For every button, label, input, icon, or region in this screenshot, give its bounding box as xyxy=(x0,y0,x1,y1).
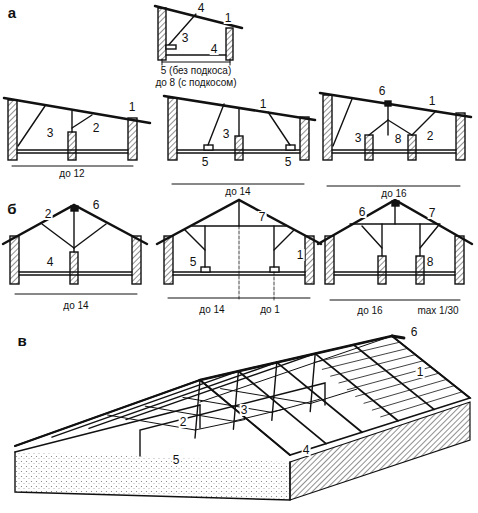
callout-number: 1 xyxy=(128,101,137,113)
callout-number: 6 xyxy=(410,326,419,338)
callout-number: 4 xyxy=(197,2,206,14)
callout-number: 8 xyxy=(394,133,403,145)
truss-member xyxy=(52,371,238,437)
dimension-label: до 12 xyxy=(58,169,85,179)
callout-number: 5 xyxy=(284,156,293,168)
callout-number: 8 xyxy=(426,256,435,268)
truss-member xyxy=(195,420,245,431)
dimension-label: 5 (без подкоса) xyxy=(160,66,233,76)
dimension-label: до 14 xyxy=(198,305,225,315)
panel-letter: б xyxy=(6,201,17,216)
truss-member xyxy=(310,389,356,403)
callout-number: 3 xyxy=(46,127,55,139)
callout-number: 5 xyxy=(172,454,181,466)
truss-member xyxy=(183,397,272,412)
callout-number: 7 xyxy=(428,207,437,219)
callout-number: 1 xyxy=(296,249,305,261)
panel-letter: а xyxy=(7,5,17,20)
truss-member xyxy=(89,362,277,428)
truss-member xyxy=(126,354,315,420)
dimension-label: до 8 (с подкосом) xyxy=(154,78,237,88)
callout-number: 1 xyxy=(259,98,268,110)
callout-number: 2 xyxy=(92,122,101,134)
callout-number: 5 xyxy=(201,156,210,168)
callout-number: 6 xyxy=(358,206,367,218)
callout-number: 4 xyxy=(210,43,219,55)
callout-number: 5 xyxy=(189,256,198,268)
callout-number: 4 xyxy=(46,256,55,268)
callout-number: 3 xyxy=(222,128,231,140)
callout-number: 4 xyxy=(302,444,311,456)
truss-member xyxy=(339,361,423,383)
truss-member xyxy=(322,348,407,369)
callout-number: 6 xyxy=(378,85,387,97)
callout-number: 7 xyxy=(258,211,267,223)
panel-letter: в xyxy=(16,333,27,348)
truss-member xyxy=(277,362,362,432)
dimension-label: до 1 xyxy=(259,305,281,315)
dimension-label: до 16 xyxy=(380,189,407,199)
dimension-label: max 1/30 xyxy=(416,306,459,316)
callout-number: 3 xyxy=(240,404,249,416)
truss-member xyxy=(331,355,416,377)
dimension-label: до 14 xyxy=(224,187,251,197)
callout-number: 3 xyxy=(354,132,363,144)
callout-number: 6 xyxy=(92,199,101,211)
truss-member xyxy=(381,392,463,417)
dimension-label: до 16 xyxy=(356,306,383,316)
callout-number: 2 xyxy=(44,208,53,220)
callout-number: 2 xyxy=(426,130,435,142)
callout-number: 1 xyxy=(416,366,425,378)
truss-member xyxy=(347,367,431,390)
callout-number: 3 xyxy=(181,32,190,44)
callout-number: 1 xyxy=(428,95,437,107)
truss-member xyxy=(221,389,311,404)
dimension-label: до 14 xyxy=(62,301,89,311)
truss-member xyxy=(15,380,200,446)
callout-number: 1 xyxy=(224,12,233,24)
callout-number: 2 xyxy=(179,416,188,428)
truss-member xyxy=(314,342,400,362)
